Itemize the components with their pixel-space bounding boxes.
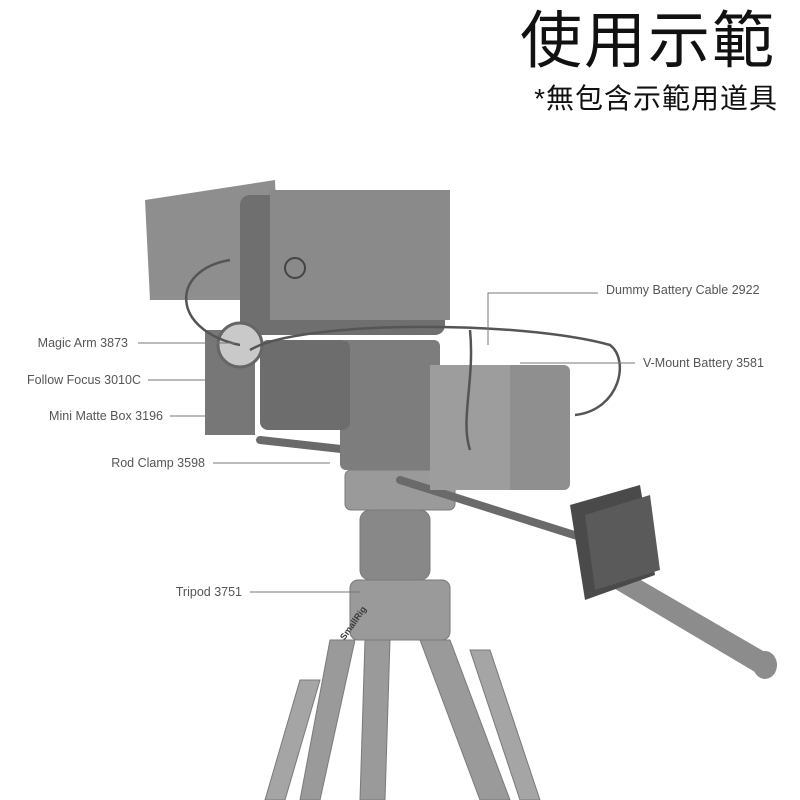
handle bbox=[600, 565, 777, 679]
page-subtitle: *無包含示範用道具 bbox=[534, 83, 778, 114]
callout-tripod: Tripod 3751 bbox=[175, 585, 242, 599]
callout-dummy-battery-cable: Dummy Battery Cable 2922 bbox=[606, 283, 760, 297]
callout-matte-box: Mini Matte Box 3196 bbox=[49, 409, 163, 423]
v-mount-battery bbox=[430, 365, 570, 490]
callout-rod-clamp: Rod Clamp 3598 bbox=[111, 456, 205, 470]
leader-lines bbox=[138, 292, 635, 593]
cables bbox=[185, 258, 622, 451]
callout-follow-focus: Follow Focus 3010C bbox=[27, 373, 141, 387]
callout-magic-arm: Magic Arm 3873 bbox=[37, 336, 128, 350]
callout-v-mount-battery: V-Mount Battery 3581 bbox=[643, 356, 764, 370]
counterweight bbox=[570, 485, 660, 600]
camera-body bbox=[216, 190, 450, 470]
tripod bbox=[264, 469, 541, 800]
page-title: 使用示範 bbox=[519, 7, 776, 76]
